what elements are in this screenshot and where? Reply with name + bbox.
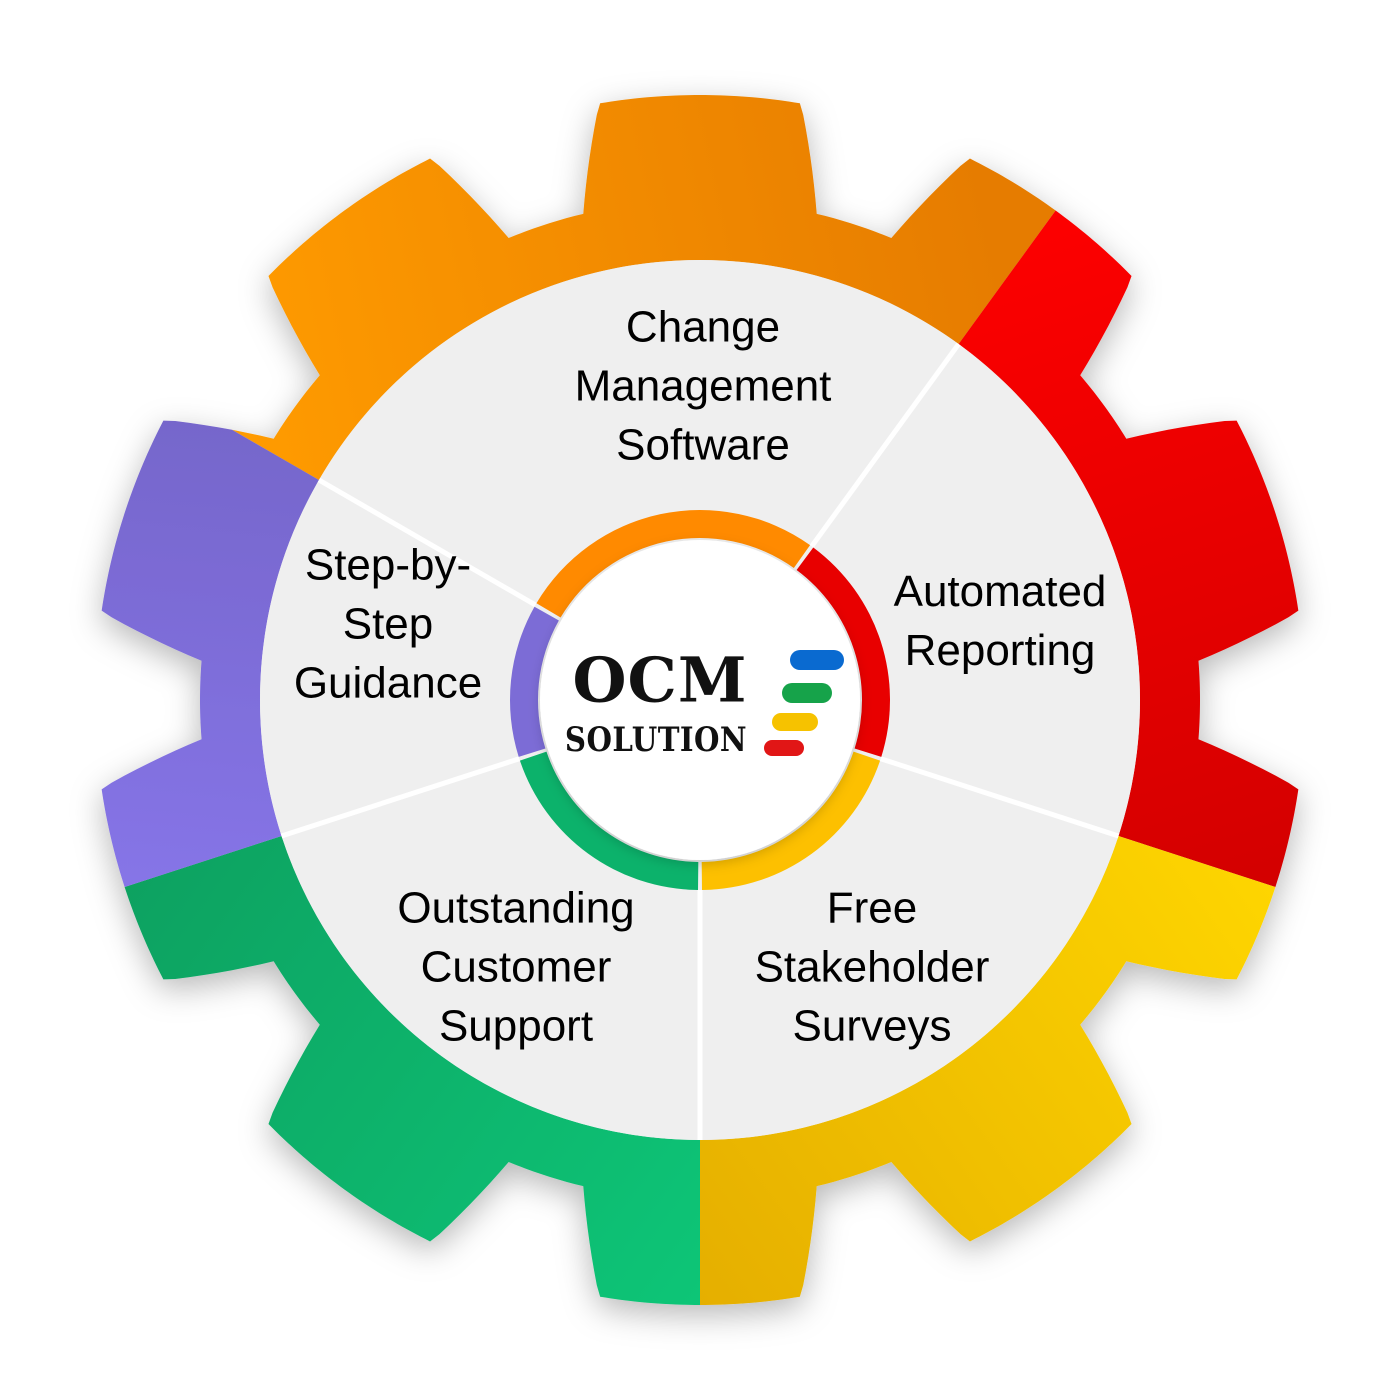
logo-subtitle: SOLUTION bbox=[564, 720, 748, 760]
label-line: Change bbox=[625, 302, 781, 352]
label-change-management-software: Change Management Software bbox=[543, 298, 863, 475]
label-line: Automated bbox=[893, 567, 1107, 616]
segment-divider bbox=[280, 756, 521, 839]
label-line: Stakeholder bbox=[754, 942, 990, 992]
center-ring-automated-reporting bbox=[796, 547, 890, 757]
gear-segment-customer-support bbox=[124, 835, 701, 1305]
label-line: Free bbox=[826, 883, 918, 933]
label-line: Software bbox=[616, 420, 790, 470]
label-line: Reporting bbox=[904, 626, 1096, 675]
gear-segment-step-guidance bbox=[101, 420, 319, 887]
label-outstanding-customer-support: Outstanding Customer Support bbox=[356, 879, 676, 1056]
label-line: Guidance bbox=[293, 658, 483, 708]
logo-bar bbox=[790, 650, 844, 670]
label-automated-reporting: Automated Reporting bbox=[840, 562, 1160, 680]
logo-title: OCM bbox=[572, 643, 748, 717]
label-step-by-step-guidance: Step-by- Step Guidance bbox=[228, 536, 548, 713]
label-line: Step bbox=[342, 599, 434, 649]
label-free-stakeholder-surveys: Free Stakeholder Surveys bbox=[712, 879, 1032, 1056]
center-ring-change-management bbox=[536, 510, 811, 618]
center-ring-step-guidance bbox=[510, 606, 559, 757]
segment-divider bbox=[317, 477, 537, 608]
label-line: Customer bbox=[420, 942, 612, 992]
gear-segment-automated-reporting bbox=[958, 210, 1299, 887]
gear-segment-change-management bbox=[232, 95, 1056, 480]
logo-circle bbox=[540, 540, 860, 860]
logo-bar bbox=[772, 713, 818, 731]
logo-bar bbox=[764, 740, 804, 756]
gear-segment-stakeholder-surveys bbox=[700, 835, 1276, 1305]
segment-divider bbox=[809, 342, 961, 548]
center-ring-customer-support bbox=[519, 751, 699, 890]
label-line: Step-by- bbox=[304, 540, 472, 590]
logo-bar bbox=[782, 683, 832, 703]
label-line: Management bbox=[574, 361, 832, 411]
segment-divider bbox=[879, 756, 1120, 839]
label-line: Outstanding bbox=[397, 883, 635, 933]
label-line: Support bbox=[438, 1001, 594, 1051]
center-ring-stakeholder-surveys bbox=[701, 751, 881, 890]
label-line: Surveys bbox=[792, 1001, 952, 1051]
